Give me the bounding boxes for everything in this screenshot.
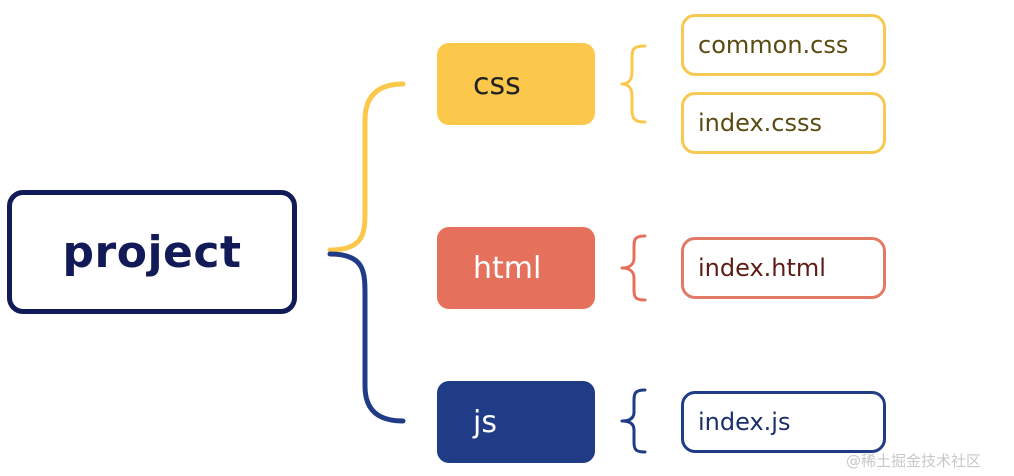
- leaf-node-index-csss: index.csss: [681, 92, 886, 154]
- branch-node-html: html: [437, 227, 595, 309]
- connector-root-css: [327, 81, 406, 253]
- watermark-text: @稀土掘金技术社区: [846, 452, 982, 470]
- branch-node-js: js: [437, 381, 595, 463]
- root-node-project: project: [7, 190, 297, 314]
- bracket-js: [620, 388, 647, 454]
- bracket-html: [620, 234, 647, 302]
- connector-root-js: [327, 251, 406, 424]
- leaf-node-common-css: common.css: [681, 14, 886, 76]
- bracket-css: [620, 44, 647, 124]
- leaf-node-index-js: index.js: [681, 391, 886, 453]
- leaf-node-index-html: index.html: [681, 237, 886, 299]
- branch-node-css: css: [437, 43, 595, 125]
